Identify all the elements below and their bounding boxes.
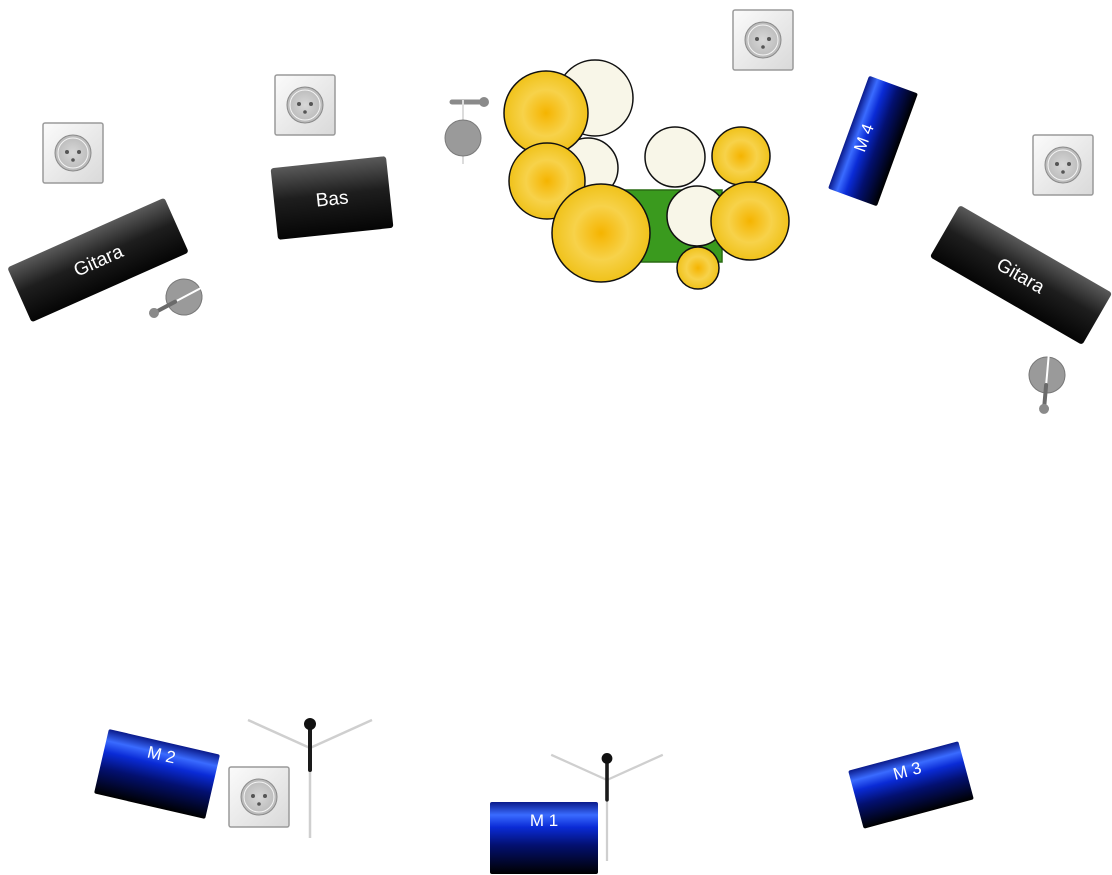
amp-bass: Bas [270, 156, 394, 240]
drum-kit-icon [503, 59, 790, 290]
monitor-m4: M 4 [828, 76, 918, 206]
monitor-m1: M 1 [490, 802, 598, 874]
power-outlet-icon [1032, 134, 1094, 196]
cymbal [676, 246, 720, 290]
amp-guitar-right: Gitara [930, 206, 1112, 344]
drum-mic-icon [444, 97, 489, 164]
power-outlet-icon [274, 74, 336, 136]
power-outlet-icon [228, 766, 290, 828]
drum-tom [644, 126, 706, 188]
monitor-m3: M 3 [848, 741, 974, 829]
monitor-label: M 1 [530, 811, 558, 830]
power-outlet-icon [732, 9, 794, 71]
cymbal [711, 126, 771, 186]
cymbal [551, 183, 651, 283]
cymbal [710, 181, 790, 261]
monitor-m2: M 2 [94, 729, 220, 819]
amp-mic-icon [140, 268, 217, 332]
amp-mic-icon [1023, 343, 1070, 419]
amp-guitar-left: Gitara [8, 198, 188, 322]
power-outlet-icon [42, 122, 104, 184]
amp-label: Bas [315, 187, 350, 211]
